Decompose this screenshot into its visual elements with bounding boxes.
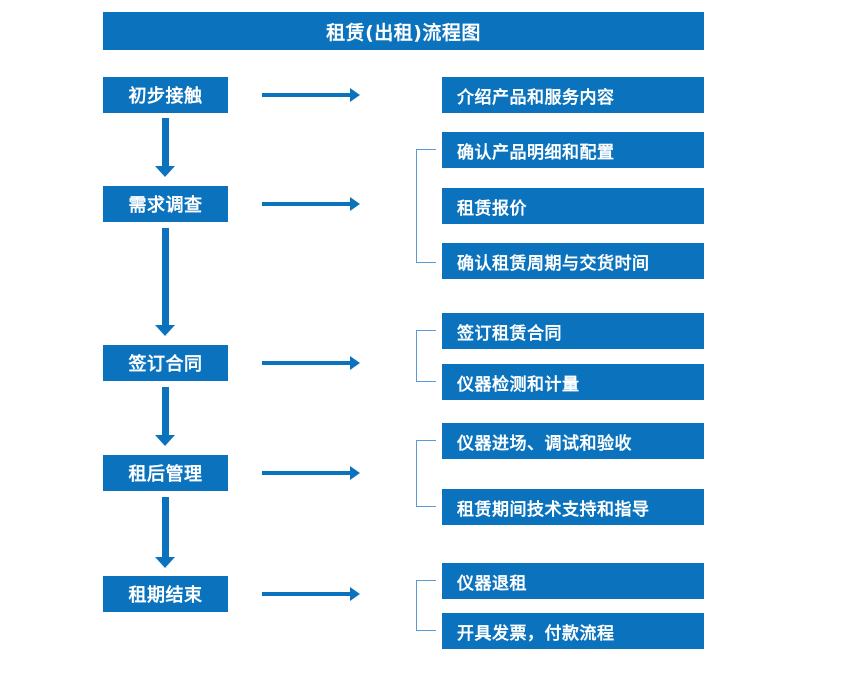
down-arrow-4-shaft [162, 497, 169, 559]
bracket-group-3 [416, 330, 436, 382]
down-arrow-2-shaft [162, 228, 169, 327]
right-arrow-2-shaft [262, 202, 352, 206]
detail-box-5-1[interactable]: 仪器退租 [442, 563, 704, 599]
down-arrow-3-shaft [162, 387, 169, 437]
stage-box-3[interactable]: 签订合同 [103, 345, 228, 381]
right-arrow-3-shaft [262, 361, 352, 365]
bracket-group-2 [416, 149, 436, 263]
right-arrow-1-shaft [262, 93, 352, 97]
detail-box-4-1[interactable]: 仪器进场、调试和验收 [442, 423, 704, 459]
detail-box-1-1[interactable]: 介绍产品和服务内容 [442, 77, 704, 113]
stage-box-2[interactable]: 需求调查 [103, 186, 228, 222]
bracket-group-4 [416, 440, 436, 507]
diagram-title: 租赁(出租)流程图 [103, 12, 704, 50]
detail-box-2-3[interactable]: 确认租赁周期与交货时间 [442, 243, 704, 279]
down-arrow-1-head [155, 166, 175, 177]
detail-box-5-2[interactable]: 开具发票，付款流程 [442, 613, 704, 649]
stage-box-5[interactable]: 租期结束 [103, 576, 228, 612]
right-arrow-5-shaft [262, 592, 352, 596]
stage-box-1[interactable]: 初步接触 [103, 77, 228, 113]
bracket-group-5 [416, 580, 436, 631]
right-arrow-5-head [350, 587, 360, 601]
detail-box-4-2[interactable]: 租赁期间技术支持和指导 [442, 489, 704, 525]
right-arrow-3-head [350, 356, 360, 370]
down-arrow-3-head [155, 435, 175, 446]
down-arrow-1-shaft [162, 118, 169, 168]
detail-box-2-2[interactable]: 租赁报价 [442, 188, 704, 224]
right-arrow-4-shaft [262, 471, 352, 475]
down-arrow-2-head [155, 325, 175, 336]
right-arrow-2-head [350, 197, 360, 211]
detail-box-2-1[interactable]: 确认产品明细和配置 [442, 132, 704, 168]
down-arrow-4-head [155, 557, 175, 568]
detail-box-3-1[interactable]: 签订租赁合同 [442, 313, 704, 349]
stage-box-4[interactable]: 租后管理 [103, 455, 228, 491]
detail-box-3-2[interactable]: 仪器检测和计量 [442, 364, 704, 400]
right-arrow-4-head [350, 466, 360, 480]
right-arrow-1-head [350, 88, 360, 102]
